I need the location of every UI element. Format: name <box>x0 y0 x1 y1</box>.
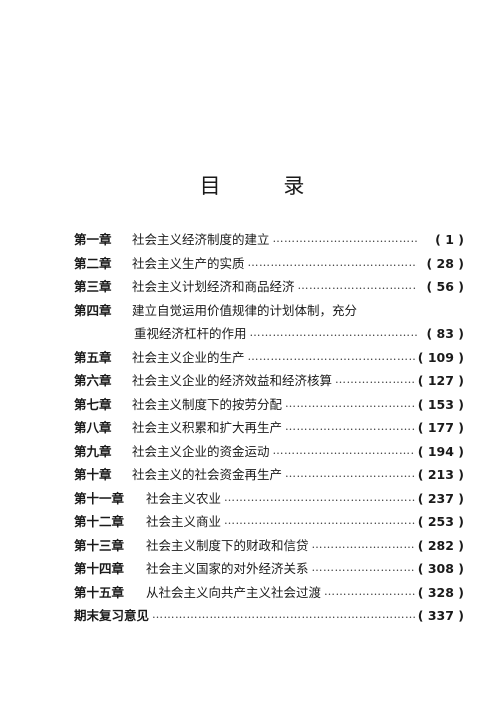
chapter-title: 社会主义国家的对外经济关系 <box>146 561 309 576</box>
page-number: ( 127 ) <box>417 373 464 388</box>
toc-entry-4-continued[interactable]: 重视经济杠杆的作用 ( 83 ) <box>74 323 464 347</box>
chapter-title: 社会主义制度下的财政和信贷 <box>146 537 309 553</box>
toc-entry-4[interactable]: 第四章 建立自觉运用价值规律的计划体制，充分 <box>74 300 464 324</box>
page-number: ( 237 ) <box>417 490 464 506</box>
toc-entry-11[interactable]: 第十一章 社会主义农业 ( 237 ) <box>74 488 464 512</box>
chapter-number: 第十三章 <box>74 537 125 553</box>
toc-entry-review[interactable]: 期末复习意见 ( 337 ) <box>74 605 464 629</box>
toc-entry-9[interactable]: 第九章 社会主义企业的资金运动 ( 194 ) <box>74 441 464 465</box>
chapter-title: 社会主义企业的经济效益和经济核算 <box>132 373 333 388</box>
chapter-number: 第十四章 <box>74 561 125 576</box>
dot-leader <box>324 585 415 598</box>
page-number: ( 213 ) <box>417 467 464 482</box>
page-title: 目 录 <box>199 174 333 198</box>
dot-leader <box>285 467 415 480</box>
page-number: ( 308 ) <box>417 561 464 576</box>
toc-entry-15[interactable]: 第十五章 从社会主义向共产主义社会过渡 ( 328 ) <box>74 582 464 606</box>
table-of-contents: 第一章 社会主义经济制度的建立 ( 1 ) 第二章 社会主义生产的实质 ( 28… <box>74 229 464 629</box>
chapter-title: 社会主义积累和扩大再生产 <box>132 420 283 435</box>
dot-leader <box>298 279 417 292</box>
chapter-number: 第七章 <box>74 396 112 412</box>
dot-leader <box>248 350 415 363</box>
chapter-title: 社会主义农业 <box>146 490 222 506</box>
toc-entry-14[interactable]: 第十四章 社会主义国家的对外经济关系 ( 308 ) <box>74 558 464 582</box>
chapter-title: 社会主义计划经济和商品经济 <box>132 279 295 294</box>
toc-entry-1[interactable]: 第一章 社会主义经济制度的建立 ( 1 ) <box>74 229 464 253</box>
section-title: 期末复习意见 <box>74 608 150 623</box>
chapter-number: 第十二章 <box>74 514 125 529</box>
chapter-title: 建立自觉运用价值规律的计划体制，充分 <box>132 302 358 318</box>
page-number: ( 109 ) <box>417 349 464 365</box>
chapter-title: 社会主义的社会资金再生产 <box>132 467 283 482</box>
toc-entry-3[interactable]: 第三章 社会主义计划经济和商品经济 ( 56 ) <box>74 276 464 300</box>
page-number: ( 153 ) <box>417 396 464 412</box>
dot-leader <box>250 326 417 339</box>
dot-leader <box>335 373 415 386</box>
page-number: ( 253 ) <box>417 514 464 529</box>
chapter-number: 第三章 <box>74 279 112 294</box>
chapter-number: 第六章 <box>74 373 112 388</box>
page-number: ( 1 ) <box>435 232 464 247</box>
chapter-title-continued: 重视经济杠杆的作用 <box>134 326 247 341</box>
toc-entry-7[interactable]: 第七章 社会主义制度下的按劳分配 ( 153 ) <box>74 394 464 418</box>
chapter-number: 第五章 <box>74 349 112 365</box>
page-number: ( 337 ) <box>417 608 464 623</box>
toc-entry-13[interactable]: 第十三章 社会主义制度下的财政和信贷 ( 282 ) <box>74 535 464 559</box>
dot-leader <box>285 420 415 433</box>
chapter-number: 第八章 <box>74 420 112 435</box>
page-number: ( 194 ) <box>417 443 464 459</box>
dot-leader <box>285 397 415 410</box>
page-number: ( 328 ) <box>417 584 464 600</box>
chapter-number: 第二章 <box>74 255 112 271</box>
chapter-number: 第一章 <box>74 232 112 247</box>
dot-leader <box>312 538 415 551</box>
page-number: ( 28 ) <box>426 255 464 271</box>
toc-entry-12[interactable]: 第十二章 社会主义商业 ( 253 ) <box>74 511 464 535</box>
dot-leader <box>248 256 417 269</box>
chapter-number: 第十五章 <box>74 584 125 600</box>
chapter-title: 从社会主义向共产主义社会过渡 <box>146 584 322 600</box>
chapter-number: 第四章 <box>74 302 112 318</box>
chapter-title: 社会主义制度下的按劳分配 <box>132 396 283 412</box>
dot-leader <box>152 608 415 621</box>
dot-leader <box>273 232 417 245</box>
dot-leader <box>312 561 415 574</box>
chapter-title: 社会主义经济制度的建立 <box>132 232 270 247</box>
chapter-title: 社会主义商业 <box>146 514 222 529</box>
page-number: ( 177 ) <box>417 420 464 435</box>
dot-leader <box>224 514 415 527</box>
chapter-number: 第十章 <box>74 467 112 482</box>
page-number: ( 56 ) <box>426 279 464 294</box>
dot-leader <box>224 491 415 504</box>
toc-entry-2[interactable]: 第二章 社会主义生产的实质 ( 28 ) <box>74 253 464 277</box>
chapter-number: 第十一章 <box>74 490 125 506</box>
chapter-title: 社会主义企业的资金运动 <box>132 443 270 459</box>
page-number: ( 83 ) <box>426 326 464 341</box>
toc-entry-6[interactable]: 第六章 社会主义企业的经济效益和经济核算 ( 127 ) <box>74 370 464 394</box>
chapter-title: 社会主义企业的生产 <box>132 349 245 365</box>
dot-leader <box>273 444 415 457</box>
page-number: ( 282 ) <box>417 537 464 553</box>
toc-entry-10[interactable]: 第十章 社会主义的社会资金再生产 ( 213 ) <box>74 464 464 488</box>
chapter-number: 第九章 <box>74 443 112 459</box>
chapter-title: 社会主义生产的实质 <box>132 255 245 271</box>
toc-entry-8[interactable]: 第八章 社会主义积累和扩大再生产 ( 177 ) <box>74 417 464 441</box>
toc-entry-5[interactable]: 第五章 社会主义企业的生产 ( 109 ) <box>74 347 464 371</box>
